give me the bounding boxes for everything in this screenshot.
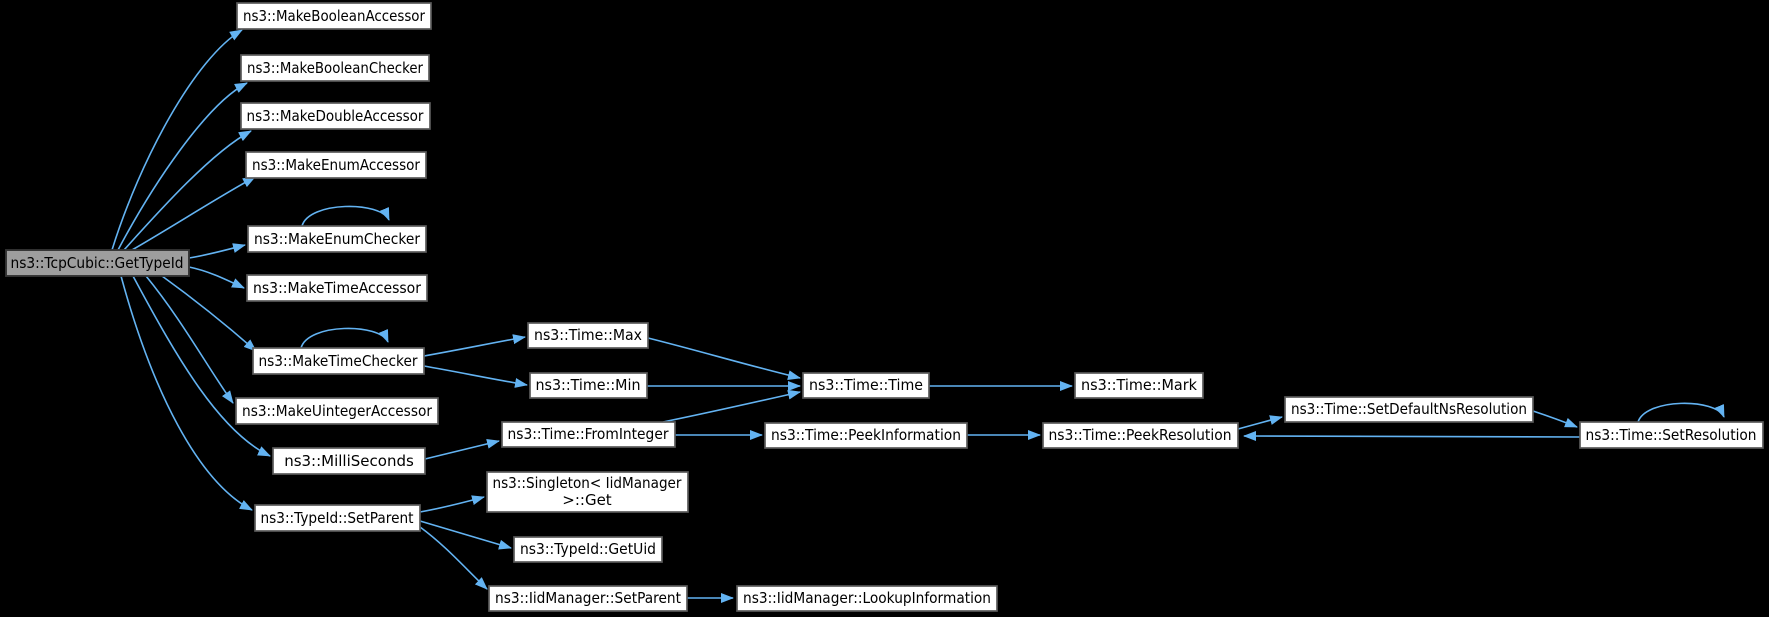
node-label: ns3::Time::PeekResolution xyxy=(1049,426,1232,444)
node-box[interactable] xyxy=(802,372,930,399)
node-box[interactable] xyxy=(247,225,427,253)
node-label: ns3::IidManager::LookupInformation xyxy=(743,589,991,607)
node-box[interactable] xyxy=(501,421,676,448)
graph-node-singletonGet[interactable]: ns3::Singleton< IidManager >::Get xyxy=(486,471,689,513)
edge-milliSeconds-timeFromInteger xyxy=(424,438,500,460)
graph-node-getTypeId[interactable]: ns3::TcpCubic::GetTypeId xyxy=(5,249,190,277)
graph-node-makeBooleanAccessor[interactable]: ns3::MakeBooleanAccessor xyxy=(236,2,432,30)
node-box[interactable] xyxy=(246,274,428,302)
graph-node-timeFromInteger[interactable]: ns3::Time::FromInteger xyxy=(501,421,676,448)
graph-node-timeMark[interactable]: ns3::Time::Mark xyxy=(1074,372,1204,399)
graph-node-typeIdSetParent[interactable]: ns3::TypeId::SetParent xyxy=(254,504,421,532)
graph-node-setDefaultNsResolution[interactable]: ns3::Time::SetDefaultNsResolution xyxy=(1284,396,1534,423)
edge-getTypeId-makeTimeAccessor xyxy=(188,266,245,289)
edge-getTypeId-typeIdSetParent xyxy=(120,275,253,511)
graph-node-makeTimeAccessor[interactable]: ns3::MakeTimeAccessor xyxy=(246,274,428,302)
edge-timePeekResolution-setDefaultNsResolution xyxy=(1237,415,1283,430)
node-label: ns3::TcpCubic::GetTypeId xyxy=(11,254,184,272)
node-box[interactable] xyxy=(254,504,421,532)
node-box[interactable] xyxy=(245,151,427,179)
node-label: ns3::MakeTimeChecker xyxy=(259,352,419,370)
node-label: ns3::MakeBooleanChecker xyxy=(247,59,424,77)
edge-getTypeId-makeEnumChecker xyxy=(188,243,246,259)
node-box[interactable] xyxy=(236,2,432,30)
edge-makeTimeChecker-timeMin xyxy=(423,365,528,388)
edge-layer xyxy=(111,29,1725,603)
graph-node-typeIdGetUid[interactable]: ns3::TypeId::GetUid xyxy=(513,536,663,563)
node-label: ns3::TypeId::SetParent xyxy=(261,509,414,527)
node-label: ns3::MakeEnumChecker xyxy=(254,230,421,248)
edge-typeIdSetParent-typeIdGetUid xyxy=(419,520,512,550)
graph-node-iidSetParent[interactable]: ns3::IidManager::SetParent xyxy=(488,585,688,612)
node-box[interactable] xyxy=(1284,396,1534,423)
edge-getTypeId-makeBooleanChecker xyxy=(117,82,248,251)
node-box[interactable] xyxy=(486,471,689,513)
node-box[interactable] xyxy=(1074,372,1204,399)
node-box[interactable] xyxy=(5,249,190,277)
node-label: ns3::Time::Time xyxy=(809,376,923,394)
edge-getTypeId-makeUintegerAccessor xyxy=(145,275,234,404)
graph-node-timePeekInformation[interactable]: ns3::Time::PeekInformation xyxy=(764,422,968,449)
edge-getTypeId-makeEnumAccessor xyxy=(131,176,256,251)
edge-timeMax-timeTime xyxy=(647,337,801,381)
node-box[interactable] xyxy=(529,372,648,399)
edge-makeEnumChecker-self-loop xyxy=(301,205,390,227)
edge-setResolution-self-loop xyxy=(1637,402,1725,423)
node-label: ns3::TypeId::GetUid xyxy=(520,540,656,558)
graph-node-makeBooleanChecker[interactable]: ns3::MakeBooleanChecker xyxy=(240,54,430,82)
node-box[interactable] xyxy=(764,422,968,449)
edge-timeFromInteger-timeTime xyxy=(662,389,801,423)
node-label: ns3::Time::SetResolution xyxy=(1586,426,1757,444)
node-box[interactable] xyxy=(240,54,430,82)
node-box[interactable] xyxy=(252,347,425,375)
graph-node-makeDoubleAccessor[interactable]: ns3::MakeDoubleAccessor xyxy=(240,102,431,130)
edge-getTypeId-makeDoubleAccessor xyxy=(123,130,252,251)
node-box[interactable] xyxy=(1579,421,1764,449)
graph-node-timeTime[interactable]: ns3::Time::Time xyxy=(802,372,930,399)
node-box[interactable] xyxy=(272,447,426,475)
edge-makeTimeChecker-self-loop xyxy=(300,327,389,349)
node-box[interactable] xyxy=(527,322,649,349)
node-label: ns3::Time::PeekInformation xyxy=(771,426,961,444)
node-label: ns3::MilliSeconds xyxy=(284,452,414,470)
graph-node-iidLookupInformation[interactable]: ns3::IidManager::LookupInformation xyxy=(736,585,998,612)
node-label: ns3::MakeUintegerAccessor xyxy=(242,402,433,420)
node-label: ns3::MakeDoubleAccessor xyxy=(247,107,425,125)
graph-node-setResolution[interactable]: ns3::Time::SetResolution xyxy=(1579,421,1764,449)
node-box[interactable] xyxy=(1042,422,1239,449)
node-box[interactable] xyxy=(240,102,431,130)
node-label: ns3::MakeTimeAccessor xyxy=(253,279,422,297)
node-label: ns3::IidManager::SetParent xyxy=(495,589,681,607)
node-label: ns3::Time::SetDefaultNsResolution xyxy=(1291,400,1527,418)
graph-node-timeMin[interactable]: ns3::Time::Min xyxy=(529,372,648,399)
graph-node-timeMax[interactable]: ns3::Time::Max xyxy=(527,322,649,349)
edge-setResolution-timePeekResolution xyxy=(1243,431,1581,442)
node-label: ns3::Time::Max xyxy=(534,326,642,344)
node-label: ns3::Time::FromInteger xyxy=(508,425,670,443)
graph-node-milliSeconds[interactable]: ns3::MilliSeconds xyxy=(272,447,426,475)
edge-typeIdSetParent-iidSetParent xyxy=(419,526,488,590)
node-label: ns3::MakeEnumAccessor xyxy=(252,156,421,174)
edge-makeTimeChecker-timeMax xyxy=(423,334,526,357)
graph-node-makeTimeChecker[interactable]: ns3::MakeTimeChecker xyxy=(252,347,425,375)
edge-getTypeId-milliSeconds xyxy=(132,275,271,457)
node-label: ns3::Time::Mark xyxy=(1081,376,1197,394)
graph-node-makeEnumAccessor[interactable]: ns3::MakeEnumAccessor xyxy=(245,151,427,179)
node-box[interactable] xyxy=(235,397,439,425)
node-box[interactable] xyxy=(513,536,663,563)
graph-node-timePeekResolution[interactable]: ns3::Time::PeekResolution xyxy=(1042,422,1239,449)
node-box[interactable] xyxy=(736,585,998,612)
edge-getTypeId-makeBooleanAccessor xyxy=(111,29,243,251)
node-label: ns3::Time::Min xyxy=(536,376,641,394)
node-label-line2: >::Get xyxy=(562,491,612,509)
node-box[interactable] xyxy=(488,585,688,612)
graph-node-makeUintegerAccessor[interactable]: ns3::MakeUintegerAccessor xyxy=(235,397,439,425)
graph-node-makeEnumChecker[interactable]: ns3::MakeEnumChecker xyxy=(247,225,427,253)
edge-getTypeId-makeTimeChecker xyxy=(161,275,257,352)
edge-typeIdSetParent-singletonGet xyxy=(419,495,485,513)
node-label-line1: ns3::Singleton< IidManager xyxy=(493,474,683,492)
node-label: ns3::MakeBooleanAccessor xyxy=(243,7,426,25)
edge-setDefaultNsResolution-setResolution xyxy=(1532,410,1578,428)
